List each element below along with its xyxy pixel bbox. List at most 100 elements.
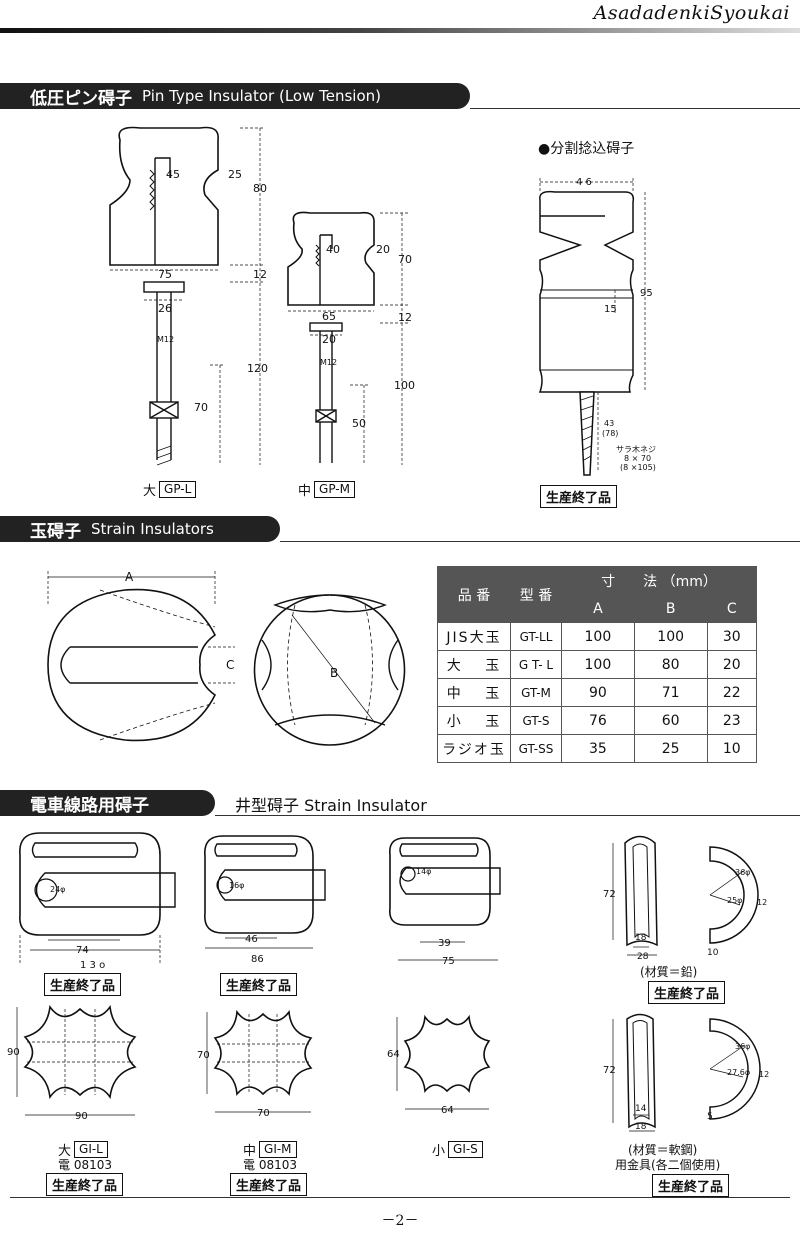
cell-model: G T- L [510,650,562,679]
col-kataban: 型 番 [510,566,562,623]
dim-label: 39 [438,938,451,949]
cell-name: 大 玉 [437,650,511,679]
cell-c: 22 [706,678,758,707]
dim-label: 12 [253,268,267,281]
dim-label: M12 [320,358,337,367]
dim-label: 65 [322,310,336,323]
dim-label: 70 [257,1108,270,1119]
dim-label: C [226,658,234,672]
col-a: A [561,594,635,623]
size-label: 大 [58,1144,72,1159]
size-label: 中 [298,484,312,499]
dim-label: 12 [398,311,412,324]
page-number: －2－ [381,1213,419,1229]
dim-label: 74 [76,945,89,956]
dim-label: 14φ [416,867,431,876]
table-row: 小 玉 GT-S 76 60 23 [437,706,758,735]
discontinued-badge: 生産終了品 [652,1174,730,1197]
dim-label: 20 [376,243,390,256]
model-label: GP-L [159,481,197,498]
dim-label: 25 [228,168,242,181]
col-c: C [706,594,758,623]
dim-label: 64 [441,1105,454,1116]
table-row: ラジオ玉 GT-SS 35 25 10 [437,734,758,763]
gi-m-top-drawing: 16φ 46 86 [204,835,326,965]
model-label: GI-S [448,1141,483,1158]
cell-b: 60 [633,706,708,735]
section-divider [280,541,800,542]
dim-label: 4 6 [576,177,592,188]
cell-c: 30 [706,622,758,651]
gi-s-top-drawing: 14φ 39 75 [388,837,501,967]
dim-label: B [330,666,338,680]
dim-label: 70 [398,253,412,266]
dim-label: 72 [603,1065,616,1076]
table-row: 中 玉 GT-M 90 71 22 [437,678,758,707]
dim-label: 27.6φ [727,1068,750,1077]
dim-label: 70 [194,401,208,414]
size-label: 中 [243,1144,257,1159]
dim-label: 75 [442,956,455,967]
dim-label: 25φ [727,896,742,905]
code-label: 電 08103 [58,1158,112,1172]
dim-label: M12 [157,335,174,344]
section-title-jp: 玉碍子 [30,521,81,542]
header-bar [0,28,800,33]
cell-a: 35 [561,734,635,763]
dim-label: 28 [637,952,649,960]
cell-model: GT-S [510,706,562,735]
dim-label: 90 [75,1111,88,1122]
model-label: GI-M [259,1141,297,1158]
dim-label: 12 [759,1070,769,1079]
cell-a: 90 [561,678,635,707]
dim-label: A [125,570,134,584]
cell-model: GT-LL [510,622,562,651]
cell-b: 100 [633,622,708,651]
cell-a: 76 [561,706,635,735]
section-title-jp: 低圧ピン碍子 [30,88,132,109]
cell-b: 80 [633,650,708,679]
discontinued-badge: 生産終了品 [648,981,726,1004]
model-tag-gp-l: 大 GP-L [143,480,197,499]
section-title-en: Pin Type Insulator (Low Tension) [142,87,382,105]
cell-a: 100 [561,650,635,679]
table-row: JIS大玉 GT-LL 100 100 30 [437,622,758,651]
dim-label: 43 [604,419,614,428]
discontinued-badge: 生産終了品 [46,1173,124,1196]
cell-name: 中 玉 [437,678,511,707]
model-label: GP-M [314,481,355,498]
gi-l-top-drawing: 24φ 74 1 3 o [19,832,176,971]
cell-b: 25 [633,734,708,763]
dim-label: 50 [352,417,366,430]
discontinued-badge: 生産終了品 [540,485,618,508]
model-tag-gi-m: 中 GI-M [243,1140,297,1159]
brand-name: AsadadenkiSyoukai [593,2,790,24]
cell-c: 10 [706,734,758,763]
section-strain-insulator-header: 玉碍子 Strain Insulators [0,516,280,542]
col-b: B [633,594,708,623]
dim-label: 64 [387,1049,400,1060]
dim-label: サラ木ネジ [616,444,656,454]
cell-a: 100 [561,622,635,651]
dim-label: 75 [158,268,172,281]
dim-label: 26 [158,302,172,315]
section-divider [470,108,800,109]
section-divider [215,815,800,816]
dim-label: 80 [253,182,267,195]
section-train-line-insulator-header: 電車線路用碍子 [0,790,215,816]
size-label: 小 [432,1144,446,1159]
cell-model: GT-SS [510,734,562,763]
model-tag-gi-l: 大 GI-L [58,1140,108,1159]
dim-label: 86 [251,954,264,965]
section-title-en: Strain Insulators [91,520,214,538]
dim-label: 1 3 o [80,960,105,971]
model-tag-gi-s: 小 GI-S [432,1140,483,1159]
cell-name: 小 玉 [437,706,511,735]
thimble-lead-drawing: 72 18 28 36φ 25φ 12 10 [603,835,767,960]
thimble1-material: (材質＝鉛) [640,965,698,979]
dim-label: 120 [247,362,268,375]
dim-label: (78) [602,429,618,438]
cell-c: 20 [706,650,758,679]
dim-label: 45 [166,168,180,181]
discontinued-badge: 生産終了品 [44,973,122,996]
